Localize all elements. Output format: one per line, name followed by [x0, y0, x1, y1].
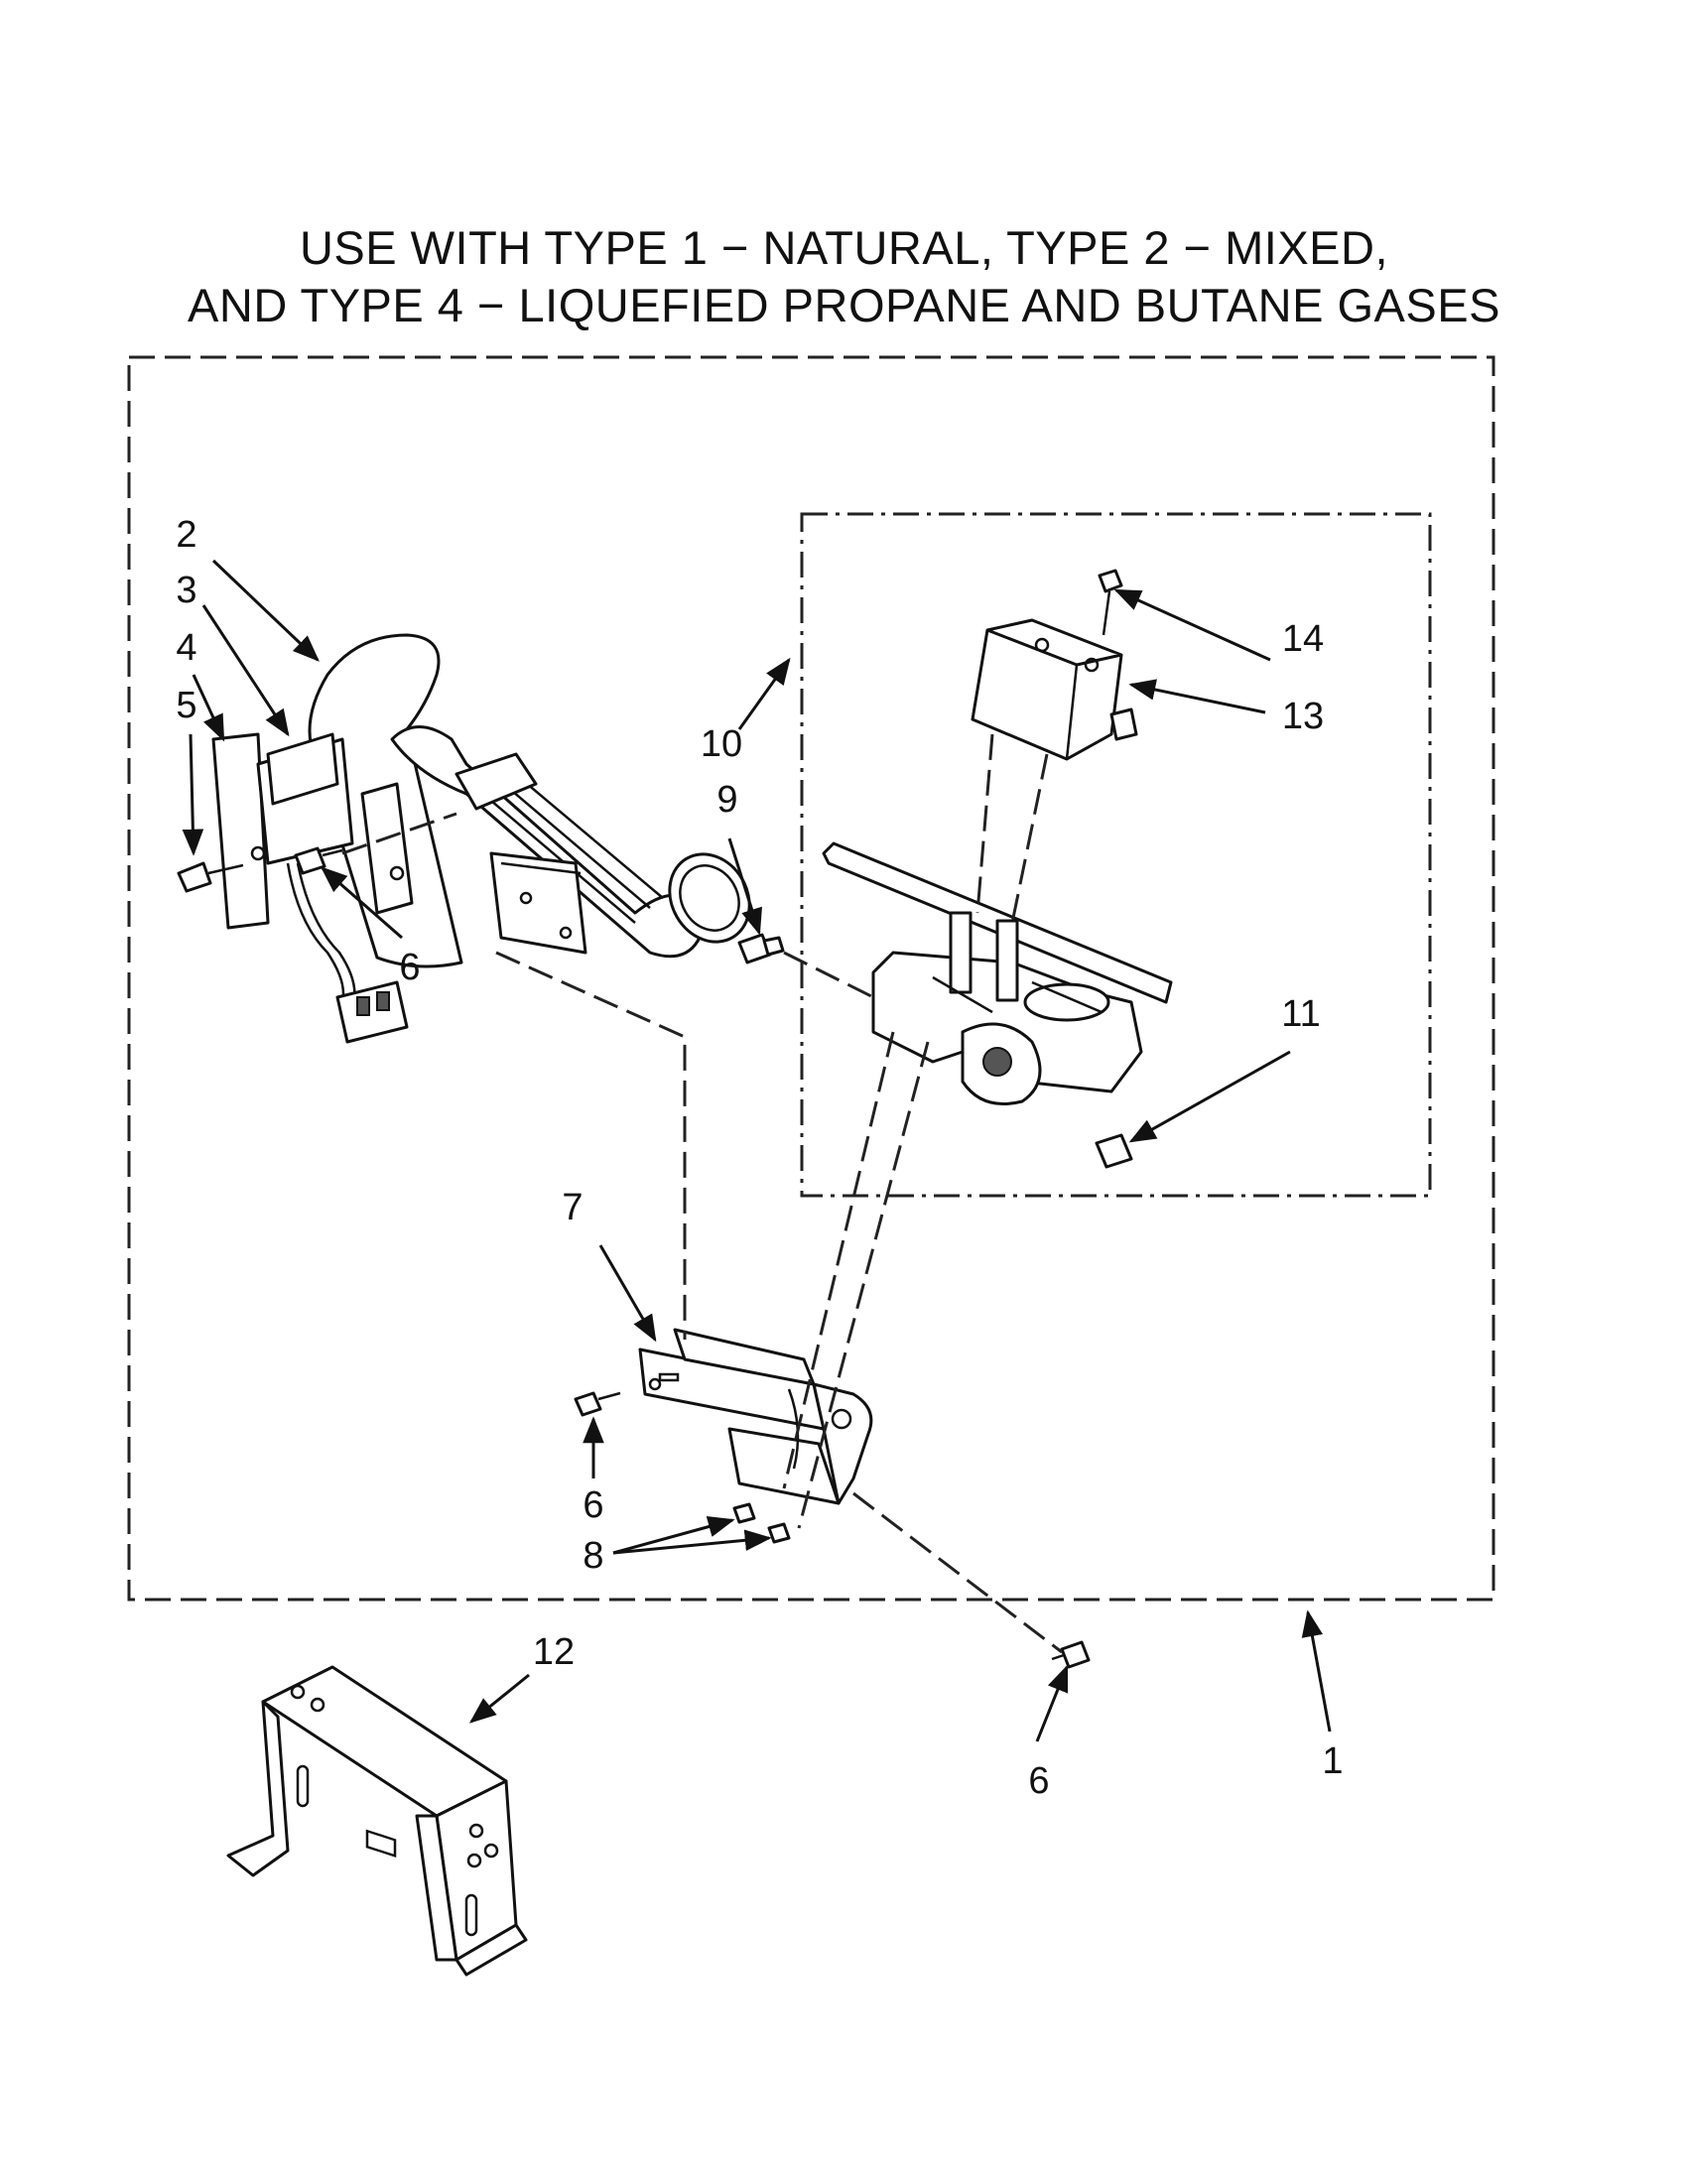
- diagram-title-line-2: AND TYPE 4 − LIQUEFIED PROPANE AND BUTAN…: [188, 279, 1500, 331]
- callout-5: 5: [176, 685, 196, 726]
- callout-12: 12: [533, 1631, 575, 1673]
- gas-valve-assembly-boundary: [800, 512, 1432, 1198]
- sensor-screws: [732, 1502, 791, 1544]
- callout-7: 7: [562, 1187, 583, 1228]
- callout-6-lower: 6: [1028, 1760, 1049, 1802]
- bracket-screw-left: [574, 1391, 621, 1417]
- coil-screw: [1098, 569, 1123, 636]
- igniter-screw: [177, 861, 244, 893]
- burner-assembly-boundary: [127, 355, 1495, 1602]
- valve-coil: [971, 618, 1138, 761]
- callout-6-middle: 6: [583, 1484, 603, 1526]
- burner-mounting-bracket: [638, 1328, 873, 1505]
- diagram-title-line-1: USE WITH TYPE 1 − NATURAL, TYPE 2 − MIXE…: [299, 221, 1389, 274]
- burner-support-bracket: [226, 1665, 528, 1977]
- valve-sensor-plug: [1095, 1133, 1133, 1169]
- igniter-bracket: [211, 732, 414, 930]
- callout-6-upper: 6: [399, 947, 420, 988]
- bracket-screw-upper: [294, 846, 343, 875]
- callout-1: 1: [1322, 1740, 1343, 1782]
- gas-valve-body: [822, 841, 1173, 1105]
- callout-leaders: [182, 559, 1332, 1742]
- callout-4: 4: [176, 627, 196, 669]
- bracket-screw-lower: [1051, 1640, 1091, 1669]
- callout-9: 9: [716, 779, 737, 821]
- callout-14: 14: [1282, 618, 1324, 660]
- tube-mount-bracket: [489, 851, 587, 955]
- callout-3: 3: [176, 570, 196, 611]
- igniter-wire-harness: [286, 862, 409, 1044]
- callout-13: 13: [1282, 696, 1324, 737]
- main-burner-orifice: [737, 933, 785, 964]
- callout-8: 8: [583, 1535, 603, 1577]
- alignment-lines: [341, 733, 1063, 1654]
- callout-11: 11: [1281, 993, 1320, 1035]
- callout-2: 2: [176, 514, 196, 556]
- callout-10: 10: [701, 723, 742, 765]
